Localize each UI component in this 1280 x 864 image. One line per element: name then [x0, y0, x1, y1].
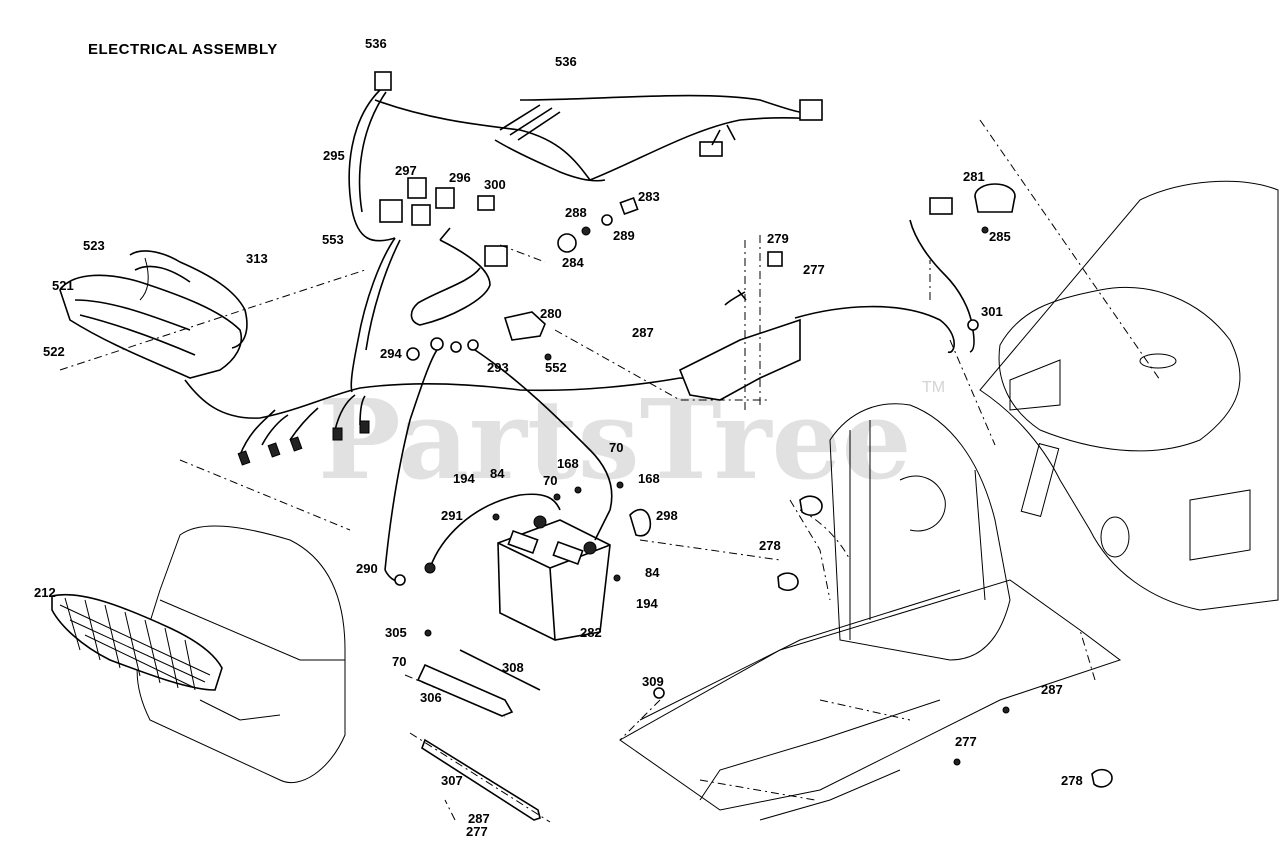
label-300: 300	[484, 177, 506, 192]
label-168-left: 168	[557, 456, 579, 471]
label-285: 285	[989, 229, 1011, 244]
label-277-bottom: 277	[466, 824, 488, 839]
label-294: 294	[380, 346, 402, 361]
diagram-title: ELECTRICAL ASSEMBLY	[88, 41, 278, 58]
label-295: 295	[323, 148, 345, 163]
label-277-frame: 277	[955, 734, 977, 749]
label-287-bracket: 287	[632, 325, 654, 340]
part-labels: 536 536 295 297 296 300 283 288 289 284 …	[34, 36, 1083, 839]
leader-lines	[59, 119, 1161, 821]
headlight-assembly	[59, 250, 248, 379]
watermark: PartsTree	[318, 375, 912, 504]
battery-holddown	[404, 649, 551, 823]
battery	[384, 349, 652, 641]
starter-solenoid	[406, 311, 552, 361]
label-522: 522	[43, 344, 65, 359]
seat-fender	[979, 180, 1279, 611]
label-194-upper: 194	[453, 471, 475, 486]
label-291: 291	[441, 508, 463, 523]
label-281: 281	[963, 169, 985, 184]
tractor-frame	[619, 403, 1122, 821]
label-287-frame: 287	[1041, 682, 1063, 697]
label-298: 298	[656, 508, 678, 523]
label-297: 297	[395, 163, 417, 178]
label-168-right: 168	[638, 471, 660, 486]
hood-grille	[51, 525, 346, 784]
watermark-trademark: TM	[922, 379, 945, 396]
label-283: 283	[638, 189, 660, 204]
label-296: 296	[449, 170, 471, 185]
label-536-harness: 536	[555, 54, 577, 69]
wiring-harness	[184, 71, 975, 466]
label-277-top: 277	[803, 262, 825, 277]
label-290: 290	[356, 561, 378, 576]
label-70-upper: 70	[609, 440, 623, 455]
label-288: 288	[565, 205, 587, 220]
label-284: 284	[562, 255, 584, 270]
label-70-middle: 70	[543, 473, 557, 488]
label-553: 553	[322, 232, 344, 247]
label-70-lower: 70	[392, 654, 406, 669]
label-287-bottom: 287	[468, 811, 490, 826]
ignition-switch	[767, 183, 1016, 331]
label-308: 308	[502, 660, 524, 675]
switch-cluster	[379, 177, 639, 267]
label-313: 313	[246, 251, 268, 266]
label-280: 280	[540, 306, 562, 321]
label-282: 282	[580, 625, 602, 640]
label-305: 305	[385, 625, 407, 640]
label-278-lower: 278	[1061, 773, 1083, 788]
label-301: 301	[981, 304, 1003, 319]
label-309: 309	[642, 674, 664, 689]
label-552: 552	[545, 360, 567, 375]
label-306: 306	[420, 690, 442, 705]
label-84-upper: 84	[490, 466, 505, 481]
label-523: 523	[83, 238, 105, 253]
label-212: 212	[34, 585, 56, 600]
label-289: 289	[613, 228, 635, 243]
label-278-upper: 278	[759, 538, 781, 553]
label-194-lower: 194	[636, 596, 658, 611]
label-536-connector: 536	[365, 36, 387, 51]
label-293: 293	[487, 360, 509, 375]
label-84-lower: 84	[645, 565, 660, 580]
mounting-bracket	[678, 235, 801, 410]
fasteners	[653, 495, 1113, 788]
label-279: 279	[767, 231, 789, 246]
label-307: 307	[441, 773, 463, 788]
label-521: 521	[52, 278, 74, 293]
